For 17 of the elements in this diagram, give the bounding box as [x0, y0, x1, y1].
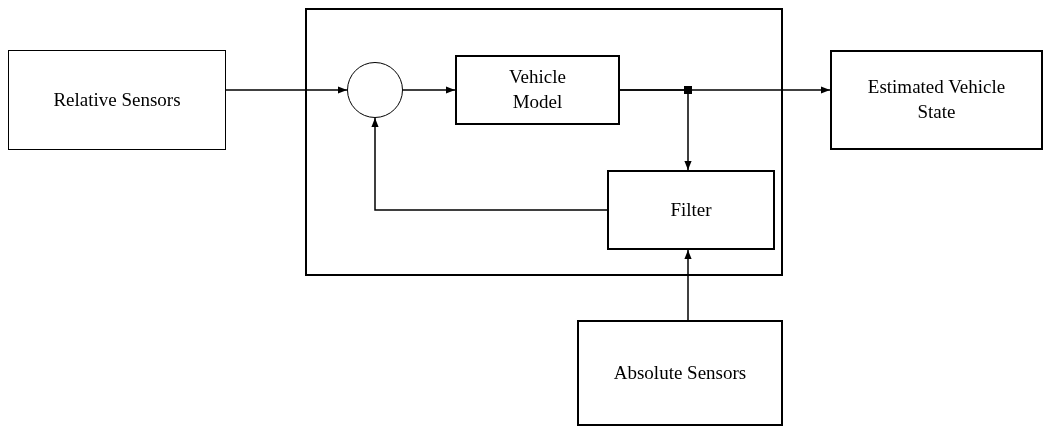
node-label: Estimated Vehicle State	[866, 75, 1007, 124]
process-box	[830, 50, 1043, 150]
arrow	[684, 249, 692, 321]
system-frame	[305, 8, 783, 276]
arrow	[225, 86, 348, 94]
arrow	[402, 86, 456, 94]
node-label: Absolute Sensors	[612, 360, 748, 385]
node-label: Filter	[669, 197, 713, 222]
process-box	[607, 170, 775, 250]
node-label: Vehicle Model	[508, 65, 567, 114]
arrow	[619, 89, 692, 171]
node-label: Relative Sensors	[52, 87, 182, 112]
summing-junction-circle	[347, 62, 403, 118]
arrow	[371, 117, 608, 211]
process-box	[8, 50, 226, 150]
process-box	[455, 55, 620, 125]
process-box	[577, 320, 783, 426]
